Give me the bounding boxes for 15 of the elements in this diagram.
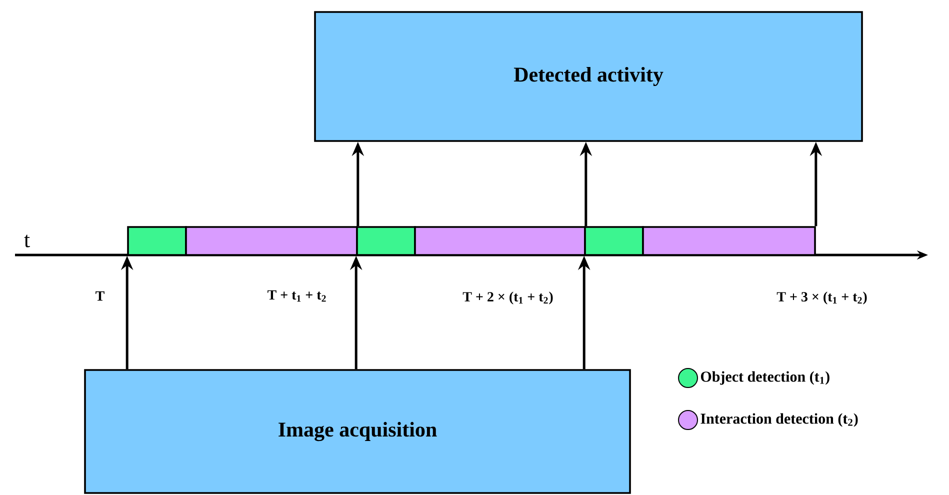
time-bar xyxy=(185,226,358,256)
axis-label: t xyxy=(24,234,30,248)
time-bar xyxy=(356,226,416,256)
legend-label: Interaction detection (t$_{2}$) xyxy=(700,413,858,427)
process-box: Image acquisition xyxy=(84,369,631,494)
tick-label: T + 3 × (t$_{1}$ + t$_{2}$) xyxy=(776,292,867,304)
time-bar xyxy=(414,226,586,256)
tick-label: T + 2 × (t$_{1}$ + t$_{2}$) xyxy=(462,292,553,304)
legend-label: Object detection (t$_{1}$) xyxy=(700,371,830,385)
tick-label: T + t$_{1}$ + t$_{2}$ xyxy=(268,290,326,302)
tick-label: T xyxy=(96,291,104,301)
time-bar xyxy=(642,226,816,256)
process-box: Detected activity xyxy=(314,11,863,142)
time-bar xyxy=(584,226,644,256)
time-bar xyxy=(127,226,187,256)
